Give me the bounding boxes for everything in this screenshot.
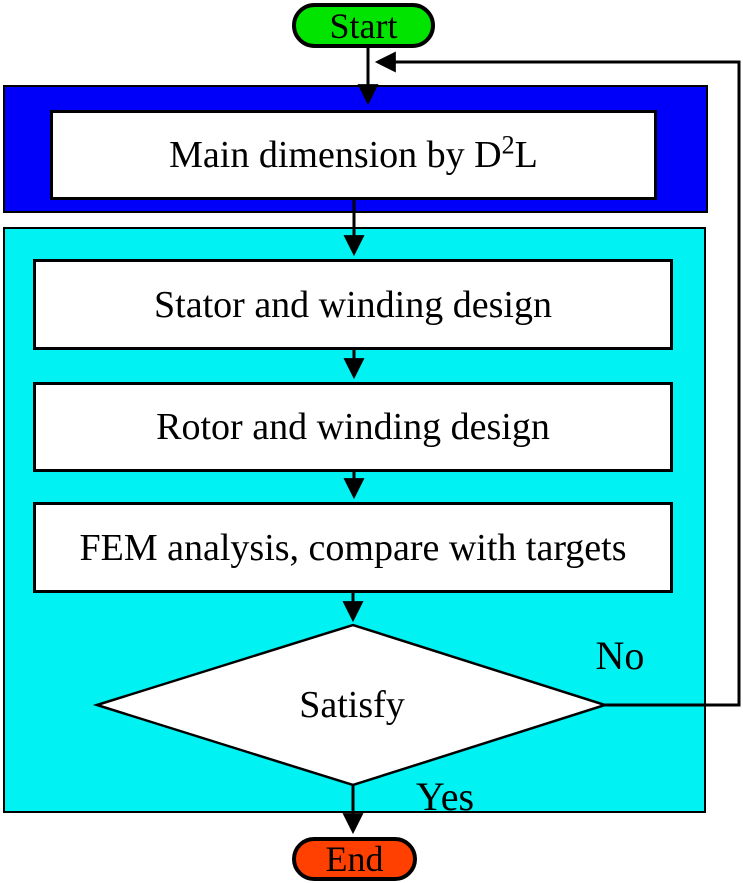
process-box-rotor: Rotor and winding design	[33, 382, 673, 472]
main-dimension-label: Main dimension by D2L	[169, 130, 538, 176]
main-dimension-box: Main dimension by D2L	[50, 110, 657, 200]
no-branch-label: No	[595, 633, 645, 678]
process-box-stator: Stator and winding design	[33, 259, 673, 350]
decision-label: Satisfy	[299, 684, 405, 726]
yes-branch-label: Yes	[415, 774, 475, 819]
fem-label: FEM analysis, compare with targets	[79, 526, 627, 569]
end-label: End	[325, 839, 384, 879]
process-box-fem: FEM analysis, compare with targets	[33, 502, 673, 593]
rotor-label: Rotor and winding design	[156, 406, 550, 448]
stator-label: Stator and winding design	[154, 283, 552, 326]
exponent: 2	[501, 130, 515, 160]
end-node: End	[292, 837, 417, 881]
start-node: Start	[292, 3, 435, 48]
start-label: Start	[329, 5, 398, 46]
